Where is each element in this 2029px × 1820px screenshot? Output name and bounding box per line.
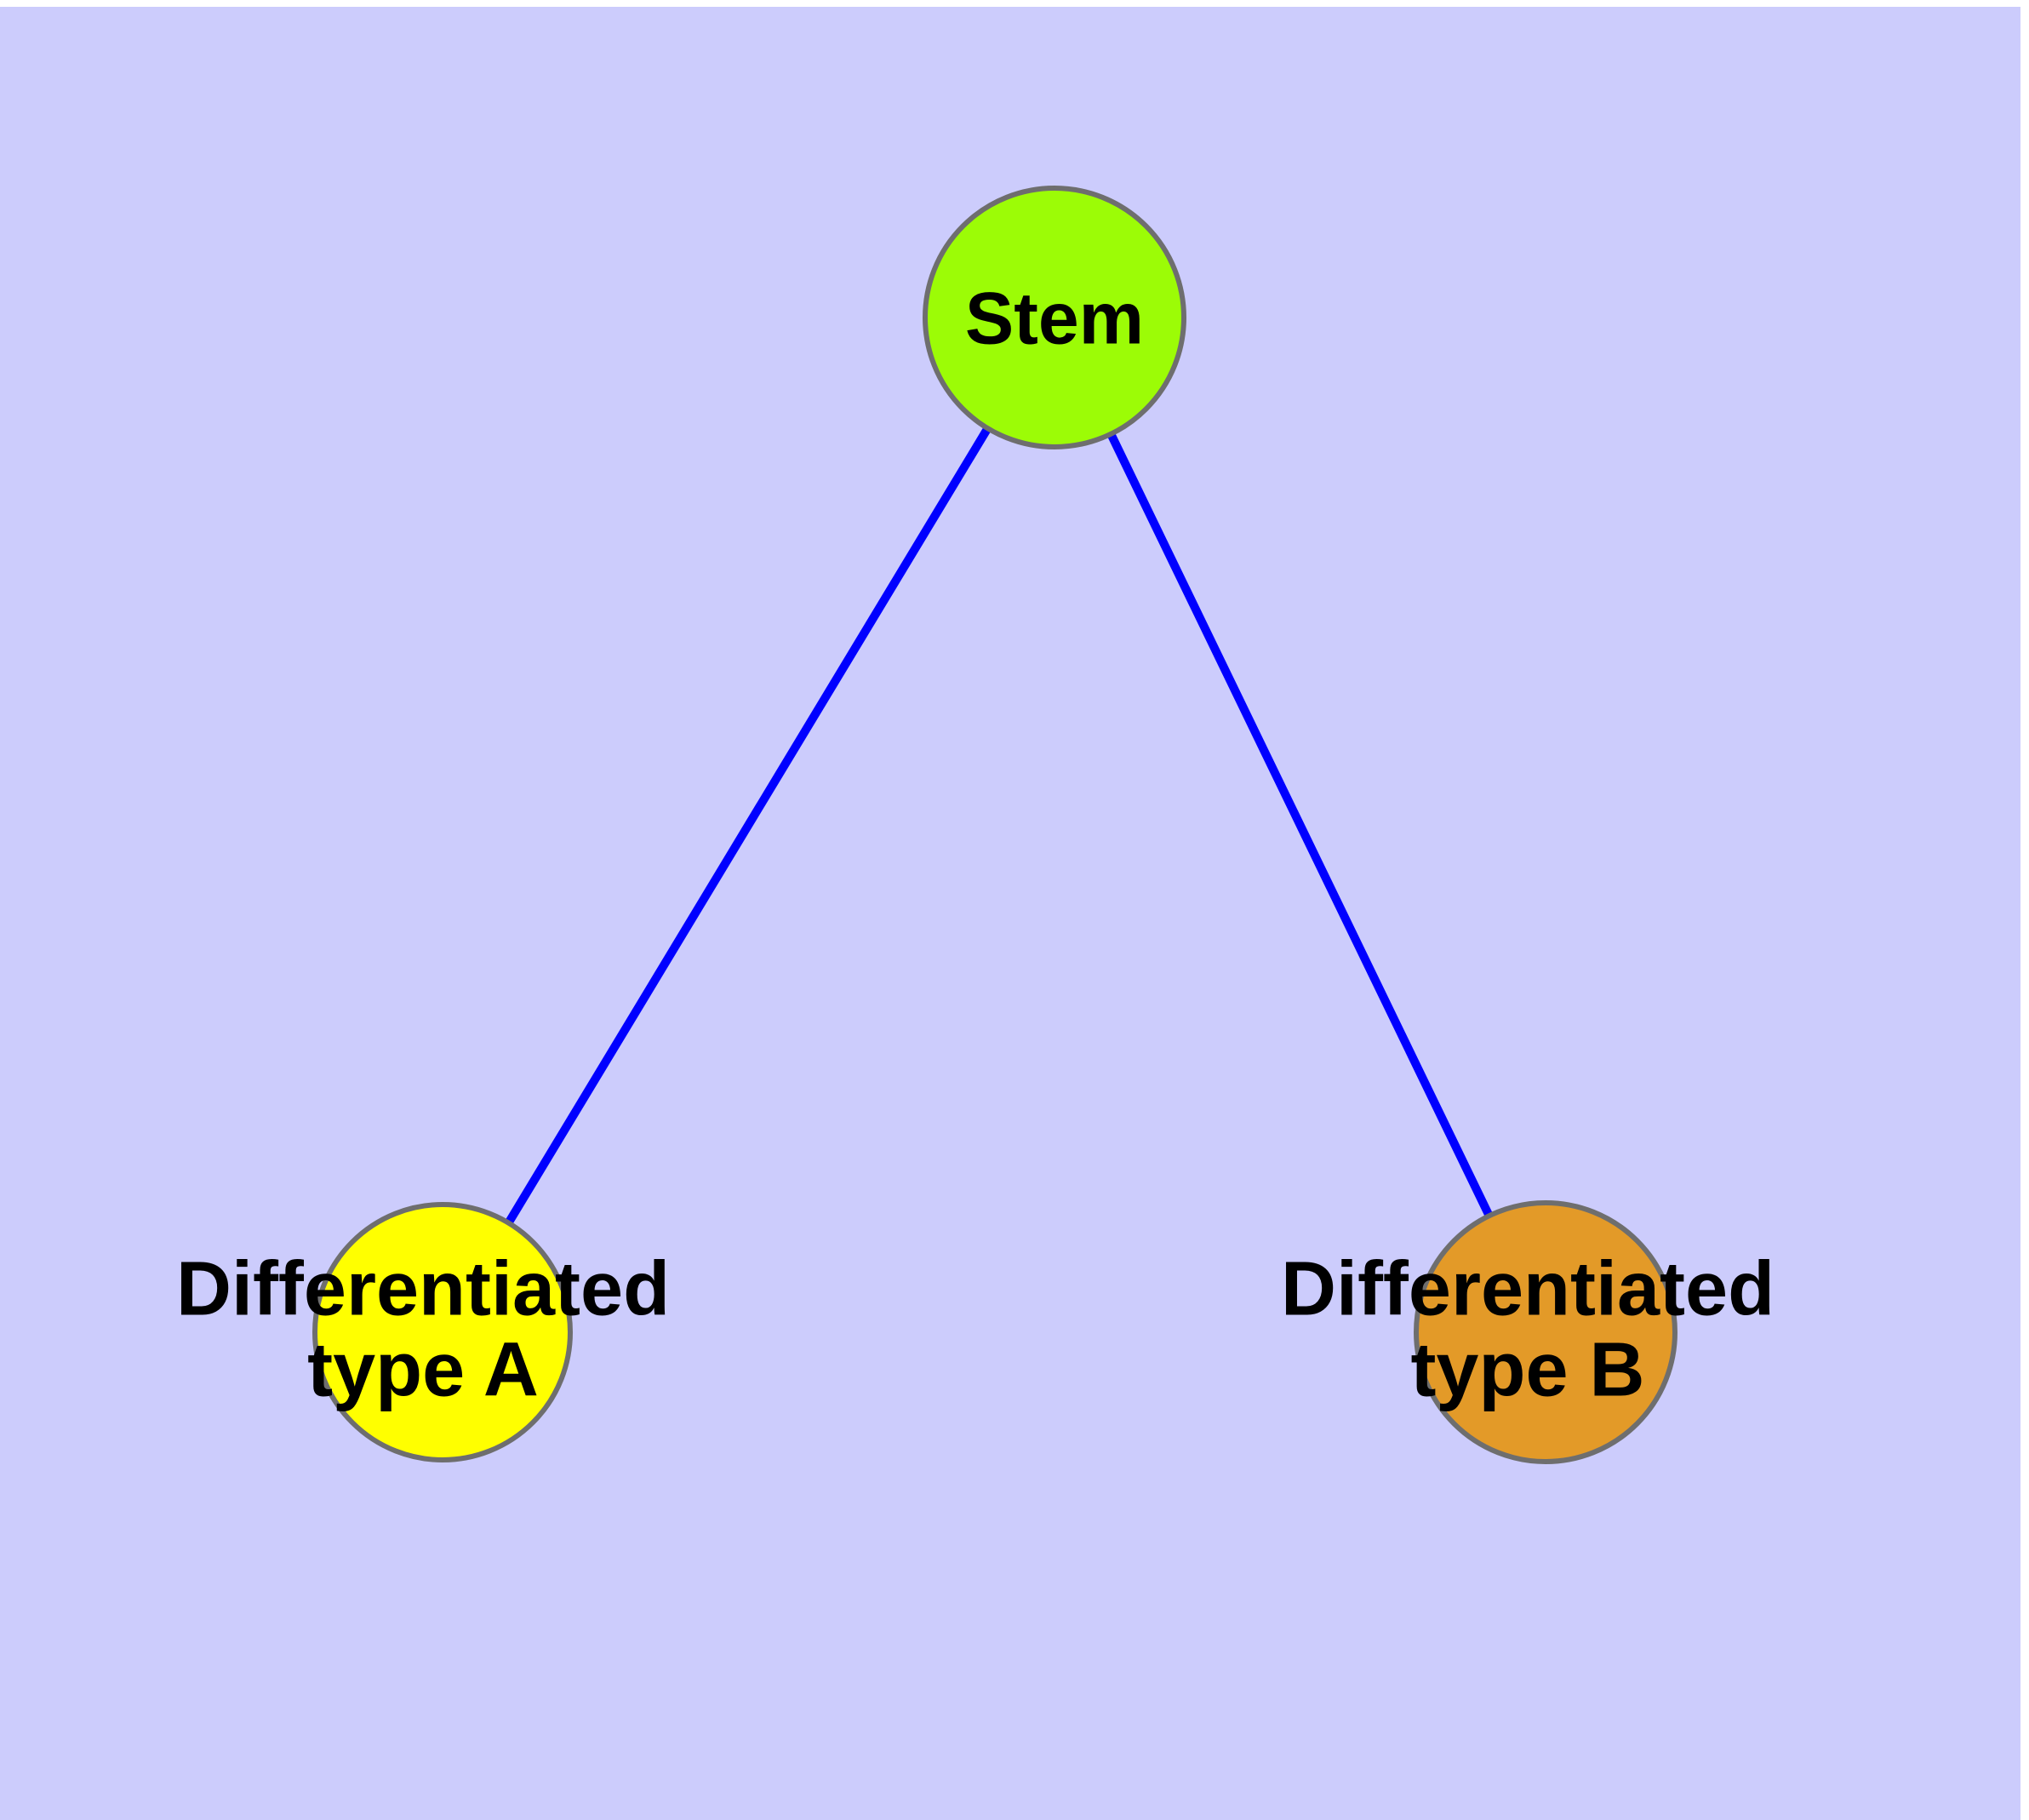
node-layer	[312, 186, 1677, 1464]
graph-edge-stem-to-diff-a	[505, 426, 992, 1225]
graph-node-stem[interactable]	[923, 186, 1186, 449]
graph-edge-stem-to-diff-b	[1107, 432, 1493, 1217]
graph-node-diff-a[interactable]	[312, 1202, 573, 1462]
edge-layer	[505, 426, 1493, 1225]
graph-node-diff-b[interactable]	[1414, 1200, 1677, 1464]
